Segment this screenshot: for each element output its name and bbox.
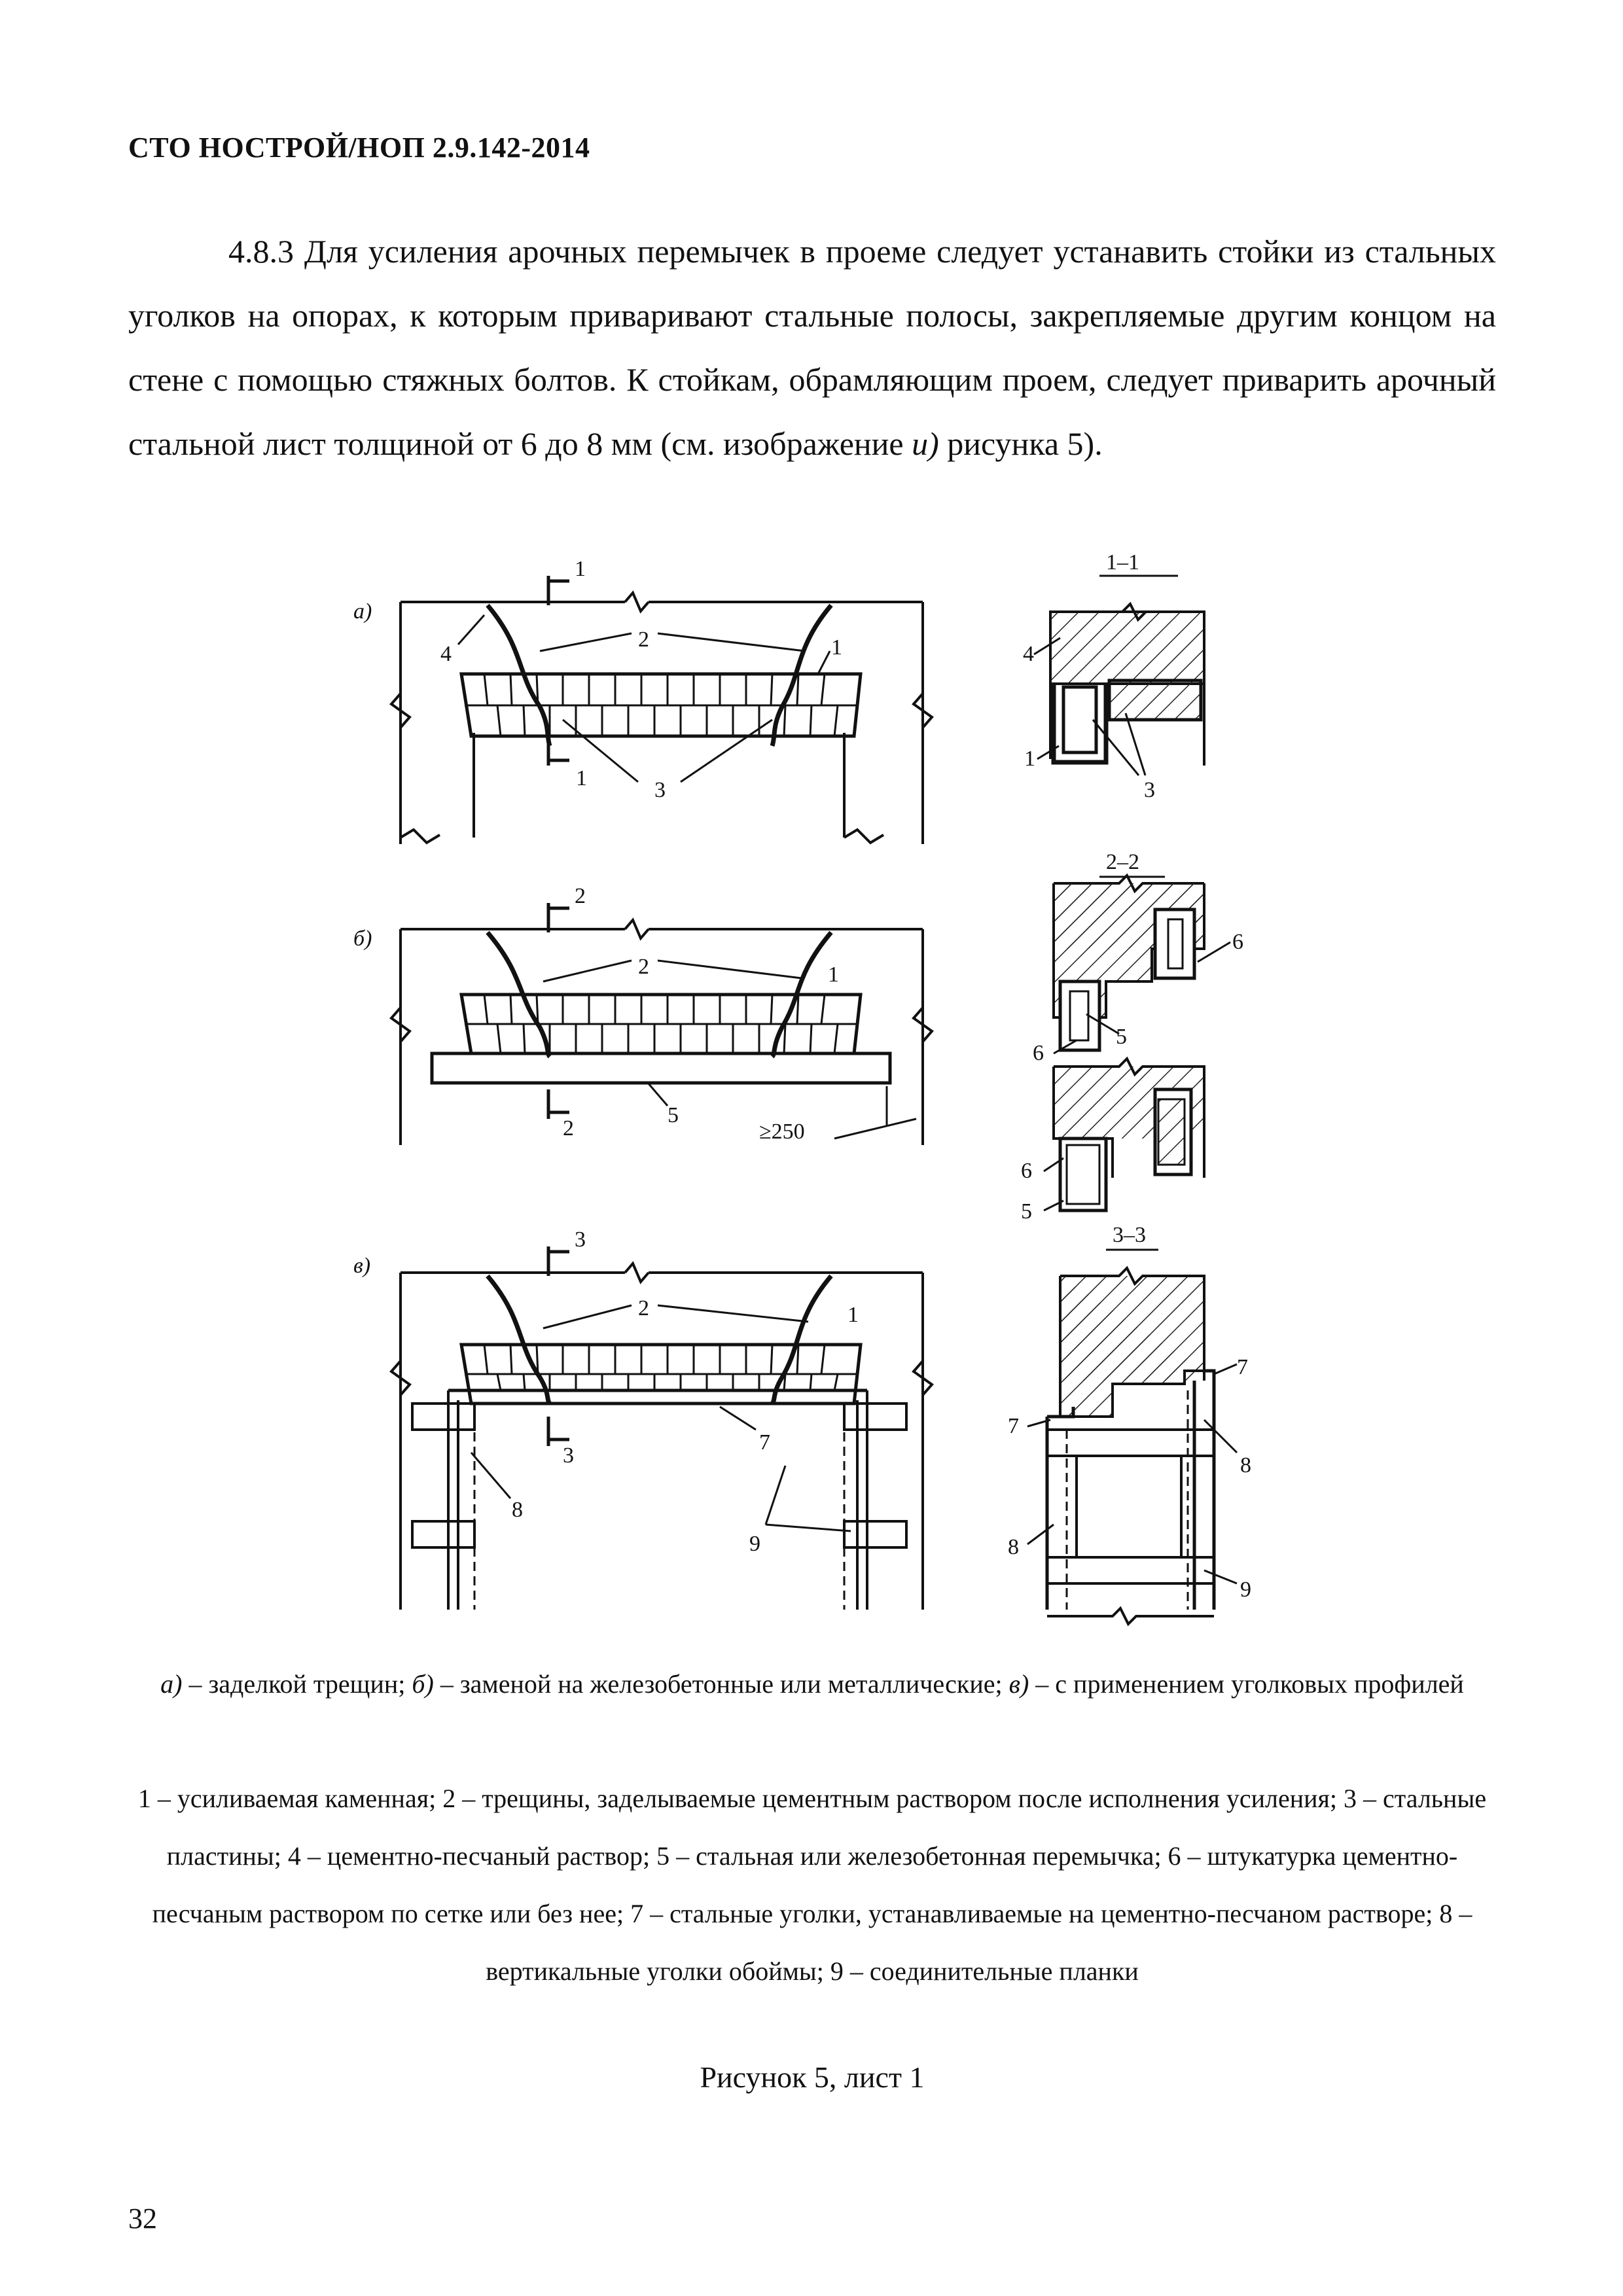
- panel-label-a: а): [353, 599, 372, 624]
- section-1-1: [1033, 574, 1205, 776]
- variant-key-b: б): [412, 1669, 434, 1699]
- body-paragraph: 4.8.3 Для усиления арочных перемычек в п…: [128, 219, 1496, 476]
- callout-11-1: 1: [1024, 747, 1035, 771]
- variant-text-b: – заменой на железобетонные или металлич…: [433, 1669, 1009, 1699]
- callout-c-8: 8: [512, 1498, 523, 1522]
- variant-key-c: в): [1008, 1669, 1029, 1699]
- callout-22-6c: 6: [1021, 1159, 1032, 1183]
- section-label-3-3: 3–3: [1113, 1223, 1146, 1247]
- callout-11-4: 4: [1023, 642, 1034, 666]
- callout-22-6b: 6: [1033, 1041, 1044, 1065]
- section-mark-2-bottom: 2: [563, 1116, 574, 1140]
- dimension-250: ≥250: [759, 1120, 805, 1144]
- panel-label-c: в): [353, 1254, 370, 1278]
- callout-22-5b: 5: [1021, 1199, 1032, 1224]
- paragraph-text: 4.8.3 Для усиления арочных перемычек в п…: [128, 233, 1496, 462]
- section-mark-1-top: 1: [575, 557, 586, 581]
- panel-a-elevation: [389, 576, 934, 845]
- section-3-3: [1027, 1248, 1238, 1627]
- document-code-header: СТО НОСТРОЙ/НОП 2.9.142-2014: [128, 132, 590, 164]
- callout-11-3: 3: [1144, 778, 1155, 802]
- callout-c-9: 9: [749, 1532, 760, 1556]
- callout-33-7b: 7: [1008, 1414, 1019, 1438]
- callout-22-5: 5: [1116, 1025, 1127, 1049]
- section-mark-2-top: 2: [575, 884, 586, 908]
- callout-b-1: 1: [828, 963, 839, 987]
- callout-c-7: 7: [759, 1430, 770, 1455]
- callout-c-1: 1: [847, 1303, 859, 1327]
- figure-variants-caption: а) – заделкой трещин; б) – заменой на же…: [128, 1655, 1496, 1713]
- callout-a-3: 3: [654, 778, 666, 802]
- paragraph-text-end: рисунка 5).: [938, 425, 1103, 462]
- variant-text-a: – заделкой трещин;: [182, 1669, 412, 1699]
- callout-a-4: 4: [440, 642, 452, 666]
- variant-key-a: а): [160, 1669, 183, 1699]
- section-label-1-1: 1–1: [1106, 550, 1139, 574]
- callout-33-7a: 7: [1237, 1355, 1248, 1379]
- section-2-2-alt: [1043, 1056, 1205, 1212]
- figure-title: Рисунок 5, лист 1: [700, 2060, 925, 2094]
- callout-c-2: 2: [638, 1296, 649, 1320]
- page-number: 32: [128, 2202, 157, 2234]
- panel-b-bricks: [483, 994, 839, 1054]
- section-2-2: [1052, 873, 1231, 1055]
- section-mark-3-bottom: 3: [563, 1443, 574, 1468]
- callout-a-2: 2: [638, 627, 649, 652]
- panel-label-b: б): [353, 927, 372, 951]
- callout-b-2: 2: [638, 955, 649, 979]
- section-mark-1-bottom: 1: [576, 766, 587, 790]
- section-label-2-2: 2–2: [1106, 850, 1139, 874]
- callout-a-1: 1: [831, 635, 842, 660]
- panel-c-elevation: [389, 1246, 934, 1610]
- panel-c-bricks: [483, 1344, 839, 1391]
- callout-22-6a: 6: [1232, 930, 1243, 954]
- callout-33-8b: 8: [1008, 1535, 1019, 1559]
- figure-legend: 1 – усиливаемая каменная; 2 – трещины, з…: [137, 1784, 1487, 1986]
- callout-33-9: 9: [1240, 1578, 1251, 1602]
- paragraph-italic-ref: и): [912, 425, 939, 462]
- variant-text-c: – с применением уголковых профилей: [1029, 1669, 1464, 1699]
- section-mark-3-top: 3: [575, 1227, 586, 1252]
- callout-33-8a: 8: [1240, 1453, 1251, 1477]
- panel-b-elevation: [389, 903, 934, 1145]
- panel-a-bricks: [483, 673, 839, 737]
- callout-b-5: 5: [668, 1103, 679, 1127]
